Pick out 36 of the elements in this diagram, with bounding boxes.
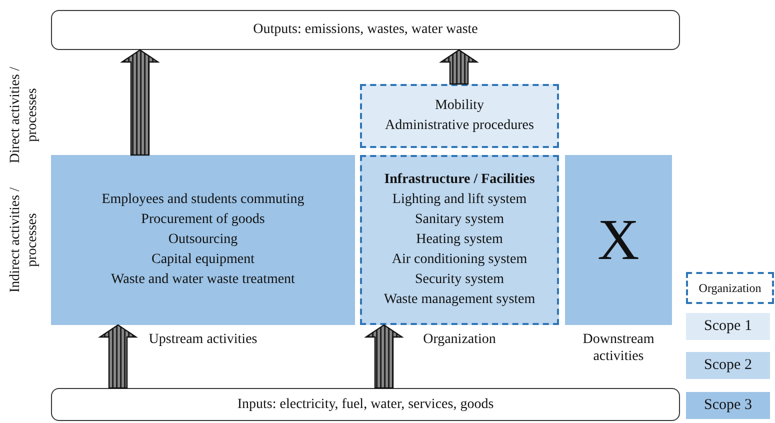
process-box: [360, 155, 559, 325]
process-box: [360, 84, 559, 148]
legend-text: Scope 2: [704, 357, 752, 374]
node-text: Heating system: [416, 231, 503, 249]
node-text: Waste and water waste treatment: [111, 271, 295, 289]
node-text: Air conditioning system: [392, 251, 528, 269]
process-box: [565, 155, 672, 325]
axis-label: Indirect activities / processes: [7, 186, 41, 294]
node-text: Infrastructure / Facilities: [384, 171, 535, 189]
block-arrow: [364, 324, 404, 389]
node-text: Security system: [414, 271, 504, 289]
block-arrow: [120, 49, 160, 156]
process-box: [51, 155, 355, 325]
group-label: Upstream activities: [148, 331, 258, 348]
node-text: Employees and students commuting: [102, 191, 304, 209]
output-box: [51, 10, 680, 50]
node-text: Waste management system: [384, 291, 536, 309]
node-text: Outputs: emissions, wastes, water waste: [253, 21, 478, 39]
node-text: Outsourcing: [168, 231, 238, 249]
group-label: Organization: [422, 331, 497, 348]
node-text: Procurement of goods: [141, 211, 265, 229]
block-arrow: [98, 324, 138, 389]
node-text: Capital equipment: [151, 251, 255, 269]
block-arrow: [439, 49, 479, 85]
group-label: Downstream activities: [582, 331, 656, 365]
axis-label: Direct activities / processes: [7, 66, 41, 166]
node-text: Inputs: electricity, fuel, water, services, goods: [237, 396, 494, 414]
node-text: Sanitary system: [414, 211, 504, 229]
legend-text: Scope 1: [704, 318, 752, 335]
node-text: Mobility: [434, 97, 484, 115]
node-text: Administrative procedures: [385, 117, 534, 135]
legend-text: Organization: [698, 280, 762, 296]
node-text: Lighting and lift system: [392, 191, 527, 209]
node-text: X: [598, 208, 640, 272]
input-box: [51, 388, 680, 421]
legend-text: Scope 3: [704, 397, 752, 414]
